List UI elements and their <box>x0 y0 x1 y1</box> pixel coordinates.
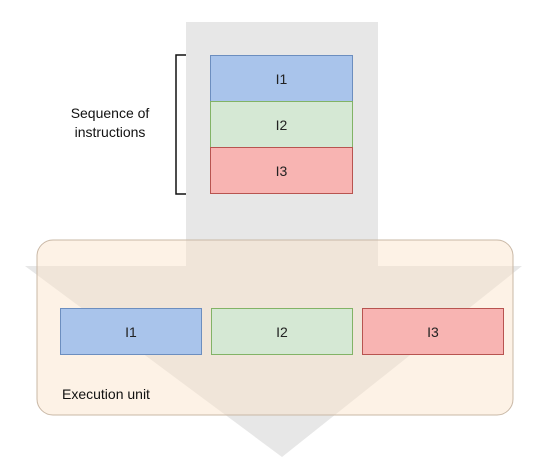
sequence-label: Sequence of instructions <box>70 105 150 140</box>
sequence-instruction-2-label: I2 <box>275 116 288 133</box>
sequence-instruction-3: I3 <box>210 147 353 194</box>
execution-unit-label: Execution unit <box>62 386 150 402</box>
execution-instruction-1: I1 <box>60 308 202 355</box>
execution-instruction-1-label: I1 <box>125 323 137 340</box>
execution-instruction-2: I2 <box>211 308 353 355</box>
sequence-instruction-3-label: I3 <box>275 162 288 179</box>
execution-instruction-3: I3 <box>362 308 504 355</box>
sequence-instruction-1: I1 <box>210 55 353 102</box>
execution-instruction-3-label: I3 <box>427 323 439 340</box>
execution-instruction-2-label: I2 <box>276 323 288 340</box>
sequence-instruction-2: I2 <box>210 101 353 148</box>
sequence-bracket <box>175 54 186 195</box>
sequence-instruction-1-label: I1 <box>275 70 288 87</box>
